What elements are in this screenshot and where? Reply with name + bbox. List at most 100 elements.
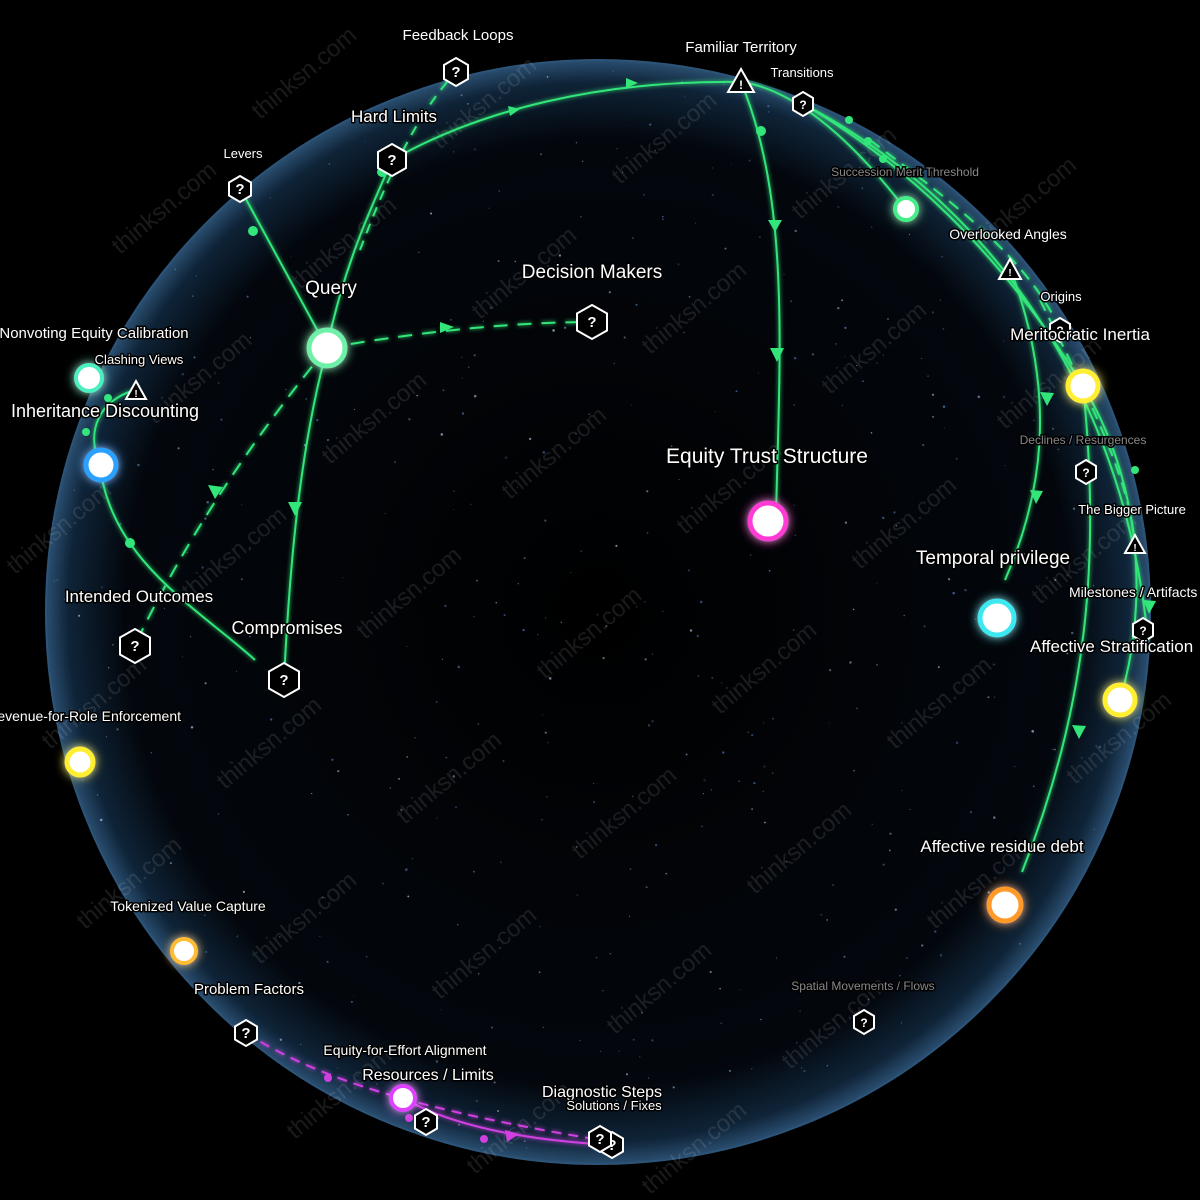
equity-trust-structure-node[interactable] bbox=[747, 500, 789, 542]
arrow-marker bbox=[1072, 725, 1086, 739]
question-glyph: ? bbox=[860, 1016, 867, 1030]
star-dot bbox=[955, 457, 958, 460]
question-hexagon-icon[interactable]: ? bbox=[268, 661, 300, 699]
hexagon-outline bbox=[588, 1124, 612, 1154]
star-dot bbox=[430, 212, 433, 215]
temporal-privilege-node[interactable] bbox=[977, 598, 1017, 638]
star-dot bbox=[108, 667, 110, 669]
label-tokenized-value: Tokenized Value Capture bbox=[110, 898, 266, 914]
star-dot bbox=[116, 728, 119, 731]
star-dot bbox=[636, 606, 638, 608]
star-dot bbox=[364, 140, 366, 142]
star-dot bbox=[204, 517, 207, 520]
revenue-for-role-node[interactable] bbox=[64, 746, 96, 778]
equity-for-effort-node[interactable] bbox=[389, 1084, 417, 1112]
star-dot bbox=[229, 761, 231, 763]
query-node[interactable] bbox=[306, 327, 348, 369]
star-dot bbox=[694, 222, 697, 224]
question-hexagon-icon[interactable]: ? bbox=[576, 303, 608, 341]
warning-triangle-icon[interactable]: ! bbox=[124, 378, 148, 400]
question-hexagon-icon[interactable]: ? bbox=[119, 627, 151, 665]
star-dot bbox=[502, 759, 505, 763]
star-dot bbox=[800, 1067, 803, 1069]
star-dot bbox=[828, 722, 831, 724]
question-hexagon-icon[interactable]: ? bbox=[443, 56, 469, 88]
joint-dot bbox=[405, 1114, 413, 1122]
label-transitions: Transitions bbox=[770, 65, 834, 80]
star-dot bbox=[735, 390, 738, 393]
warning-triangle-icon[interactable]: ! bbox=[726, 66, 756, 93]
label-resources-limits: Resources / Limits bbox=[362, 1067, 494, 1084]
star-dot bbox=[441, 658, 444, 660]
star-dot bbox=[503, 614, 506, 617]
star-dot bbox=[974, 618, 977, 620]
label-inheritance-discounting: Inheritance Discounting bbox=[11, 401, 199, 421]
star-dot bbox=[546, 76, 549, 78]
star-dot bbox=[206, 500, 209, 504]
star-dot bbox=[613, 362, 615, 365]
star-dot bbox=[644, 658, 647, 661]
star-dot bbox=[855, 707, 858, 710]
star-dot bbox=[678, 479, 680, 481]
star-dot bbox=[514, 260, 516, 263]
star-dot bbox=[605, 625, 608, 628]
question-hexagon-icon[interactable]: ? bbox=[228, 174, 252, 204]
question-hexagon-icon[interactable]: ? bbox=[377, 142, 407, 178]
star-dot bbox=[871, 823, 873, 825]
tokenized-value-node[interactable] bbox=[170, 937, 198, 965]
warning-triangle-icon[interactable]: ! bbox=[997, 256, 1023, 280]
question-hexagon-icon[interactable]: ? bbox=[1132, 616, 1154, 644]
star-dot bbox=[328, 163, 330, 165]
affective-residue-debt-node[interactable] bbox=[986, 886, 1024, 924]
hexagon-outline bbox=[576, 303, 608, 341]
star-dot bbox=[751, 734, 754, 737]
edge-resources-solutions bbox=[402, 1097, 613, 1146]
star-dot bbox=[893, 511, 896, 514]
star-dot bbox=[934, 930, 937, 933]
star-dot bbox=[793, 356, 797, 360]
triangle-outline bbox=[1123, 532, 1147, 554]
warning-glyph: ! bbox=[1133, 543, 1136, 554]
star-dot bbox=[881, 516, 885, 520]
meritocratic-inertia-node[interactable] bbox=[1065, 368, 1101, 404]
star-dot bbox=[458, 1123, 461, 1126]
warning-triangle-icon[interactable]: ! bbox=[1123, 532, 1147, 554]
warning-icon-layer: ! ! ! ! bbox=[124, 66, 1147, 554]
arrow-marker bbox=[770, 348, 784, 362]
question-hexagon-icon[interactable]: ? bbox=[414, 1107, 438, 1137]
star-dot bbox=[599, 1050, 602, 1053]
star-dot bbox=[1038, 584, 1041, 587]
star-dot bbox=[488, 207, 490, 209]
triangle-outline bbox=[726, 66, 756, 93]
star-dot bbox=[342, 576, 344, 578]
hexagon-outline bbox=[414, 1107, 438, 1137]
star-dot bbox=[1054, 748, 1056, 751]
star-dot bbox=[356, 1074, 358, 1076]
question-hexagon-icon[interactable]: ? bbox=[1049, 316, 1071, 344]
star-dot bbox=[53, 580, 56, 582]
star-dot bbox=[1004, 465, 1006, 467]
star-dot bbox=[621, 171, 624, 173]
hex-icon-layer: ? ? ? ? ? ? ? ? bbox=[119, 56, 1154, 1160]
inheritance-discounting-node[interactable] bbox=[83, 447, 119, 483]
question-hexagon-icon[interactable]: ? bbox=[1075, 458, 1097, 486]
question-hexagon-icon[interactable]: ? bbox=[853, 1008, 875, 1036]
label-revenue-for-role: Revenue-for-Role Enforcement bbox=[0, 708, 181, 724]
affective-stratification-node[interactable] bbox=[1102, 682, 1138, 718]
star-dot bbox=[596, 613, 599, 616]
star-dot bbox=[730, 163, 732, 165]
nonvoting-equity-node[interactable] bbox=[74, 363, 104, 393]
star-dot bbox=[793, 504, 795, 506]
star-dot bbox=[645, 886, 648, 889]
star-dot bbox=[150, 752, 152, 754]
question-hexagon-icon[interactable]: ? bbox=[588, 1124, 612, 1154]
star-dot bbox=[631, 237, 634, 240]
succession-merit-node[interactable] bbox=[893, 196, 919, 222]
question-hexagon-icon[interactable]: ? bbox=[234, 1018, 258, 1048]
star-dot bbox=[435, 701, 438, 703]
question-hexagon-icon[interactable]: ? bbox=[792, 90, 814, 118]
star-dot bbox=[790, 300, 792, 302]
star-dot bbox=[757, 372, 760, 374]
star-dot bbox=[719, 987, 721, 990]
star-dot bbox=[651, 653, 654, 655]
